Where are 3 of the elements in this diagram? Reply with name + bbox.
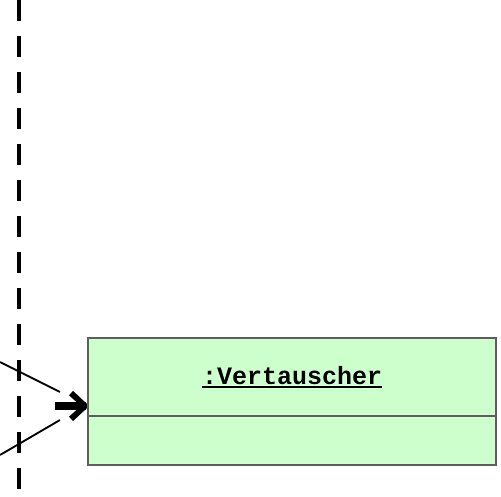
message-arrow — [55, 390, 88, 422]
object-name: :Vertauscher — [202, 362, 382, 392]
object-box — [87, 337, 497, 466]
